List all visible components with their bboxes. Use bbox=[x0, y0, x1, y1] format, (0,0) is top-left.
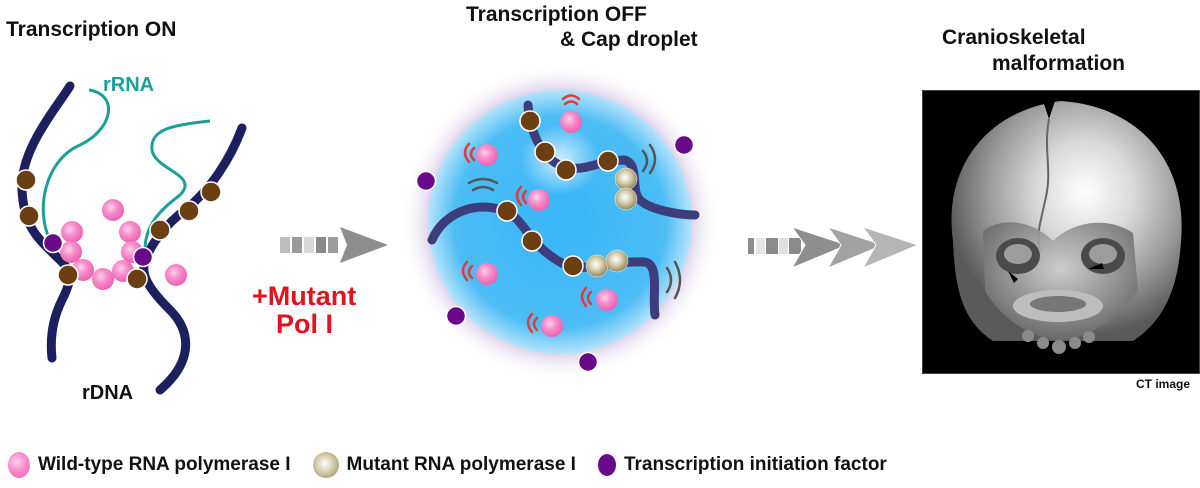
right-panel-title-line2: malformation bbox=[992, 52, 1126, 75]
rrna-strand bbox=[41, 88, 111, 241]
ct-image-caption: CT image bbox=[1136, 377, 1191, 391]
legend-item-initiation-factor: Transcription initiation factor bbox=[597, 454, 887, 476]
legend-item-wild-type-pol: Wild-type RNA polymerase I bbox=[8, 452, 291, 478]
legend-label: Mutant RNA polymerase I bbox=[346, 454, 576, 475]
rrna-strand bbox=[143, 119, 211, 251]
rdna-strand bbox=[139, 123, 247, 395]
wild-type-pol-cluster bbox=[60, 199, 187, 290]
pink-sphere-icon bbox=[8, 452, 30, 478]
olive-sphere-icon bbox=[312, 452, 339, 478]
purple-dot-icon bbox=[597, 454, 616, 476]
arrow-right-icon bbox=[280, 227, 388, 263]
cap-droplet bbox=[400, 62, 720, 382]
rrna-label: rRNA bbox=[103, 74, 155, 96]
legend-item-mutant-pol: Mutant RNA polymerase I bbox=[312, 452, 576, 478]
mutant-pol-label-line2: Pol I bbox=[276, 309, 334, 339]
nucleosomes bbox=[15, 169, 222, 290]
left-transcription-on-diagram bbox=[15, 81, 247, 395]
triple-arrow-right-icon bbox=[748, 226, 920, 270]
legend-label: Transcription initiation factor bbox=[623, 454, 887, 475]
rdna-label: rDNA bbox=[82, 382, 134, 404]
right-panel-title-line1: Cranioskeletal bbox=[942, 26, 1086, 49]
legend-label: Wild-type RNA polymerase I bbox=[38, 454, 291, 475]
skull-ct-render bbox=[951, 101, 1182, 354]
legend: Wild-type RNA polymerase I Mutant RNA po… bbox=[0, 448, 1200, 482]
left-panel-title: Transcription ON bbox=[6, 18, 177, 41]
ct-image bbox=[922, 90, 1200, 374]
initiation-factors bbox=[42, 232, 154, 268]
middle-panel-title-line2: & Cap droplet bbox=[560, 28, 698, 51]
mutant-pol-label-line1: +Mutant bbox=[252, 281, 357, 311]
middle-panel-title-line1: Transcription OFF bbox=[466, 3, 647, 26]
